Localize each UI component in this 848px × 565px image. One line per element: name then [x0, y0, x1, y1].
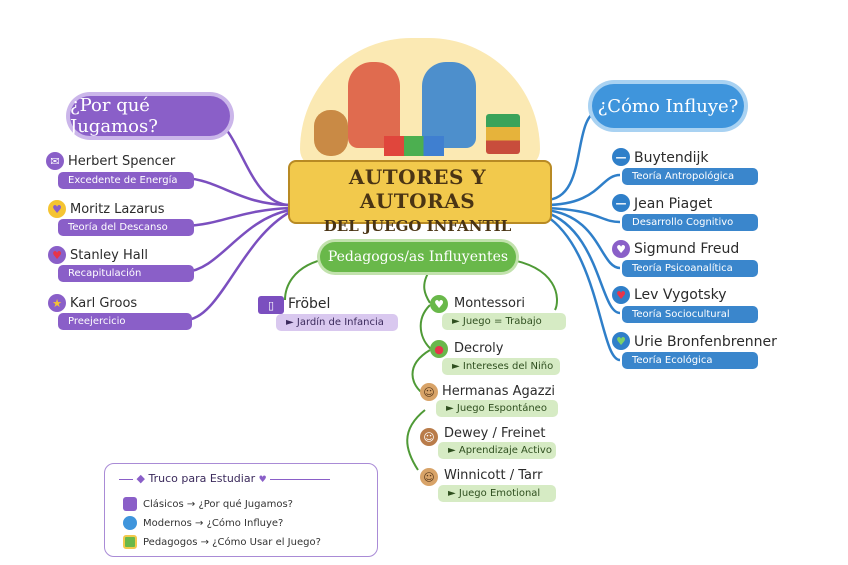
minus-icon: —	[612, 194, 630, 212]
center-tag-2: ► Intereses del Niño	[442, 358, 560, 375]
legend-row-1-text: Clásicos → ¿Por qué Jugamos?	[143, 499, 293, 510]
center-name-5: Winnicott / Tarr	[444, 468, 543, 483]
center-name-2: Decroly	[454, 341, 504, 356]
center-tag-5: ► Juego Emotional	[438, 485, 556, 502]
left-cloud: ¿Por qué Jugamos?	[70, 95, 230, 137]
legend-row-1: Clásicos → ¿Por qué Jugamos?	[123, 497, 293, 511]
star-icon: ★	[48, 294, 66, 312]
center-name-4: Dewey / Freinet	[444, 426, 546, 441]
left-name-3: Stanley Hall	[70, 248, 148, 263]
heart-icon: ♥	[612, 332, 630, 350]
minus-icon: —	[612, 148, 630, 166]
chat-bubble-icon: ✉	[46, 152, 64, 170]
right-tag-5: Teoría Ecológica	[622, 352, 758, 369]
girl-figure-image	[348, 62, 400, 148]
center-name-3: Hermanas Agazzi	[442, 384, 556, 399]
page-title: AUTORES Y AUTORAS DEL JUEGO INFANTIL	[300, 165, 535, 235]
right-name-3: Sigmund Freud	[634, 241, 740, 257]
center-name-1: Montessori	[454, 296, 525, 311]
right-tag-3: Teoría Psicoanalítica	[622, 260, 758, 277]
center-tag-3: ► Juego Espontáneo	[436, 400, 558, 417]
chalkboard-icon	[123, 535, 137, 549]
right-name-5: Urie Bronfenbrenner	[634, 334, 777, 350]
teddy-bear-image	[314, 110, 348, 156]
heart-icon: ♥	[48, 246, 66, 264]
title-line-1: AUTORES Y AUTORAS	[348, 165, 487, 213]
center-tag-4: ► Aprendizaje Activo	[438, 442, 556, 459]
blocks-icon: ●	[430, 340, 448, 358]
heart-icon: ♥	[612, 240, 630, 258]
right-tag-1: Teoría Antropológica	[622, 168, 758, 185]
frobel-name: Fröbel	[288, 296, 331, 312]
legend-divider-right	[270, 478, 331, 480]
heart-icon: ♥	[612, 286, 630, 304]
legend-divider-left	[119, 478, 133, 480]
heart-icon: ♥	[48, 200, 66, 218]
right-cloud: ¿Cómo Influye?	[592, 84, 744, 128]
boy-figure-image	[422, 62, 476, 148]
legend-row-2: Modernos → ¿Cómo Influye?	[123, 516, 283, 530]
right-name-1: Buytendijk	[634, 150, 709, 166]
left-name-1: Herbert Spencer	[68, 154, 176, 169]
face-icon: ☺	[420, 428, 438, 446]
heart-icon: ♥	[430, 295, 448, 313]
legend-row-3-text: Pedagogos → ¿Cómo Usar el Juego?	[143, 537, 321, 548]
right-name-2: Jean Piaget	[634, 196, 713, 212]
title-banner	[288, 160, 552, 224]
study-tip-legend: ◆ Truco para Estudiar ♥ Clásicos → ¿Por …	[104, 463, 378, 557]
toy-blocks-image	[384, 136, 444, 156]
legend-title-row: ◆ Truco para Estudiar ♥	[119, 472, 331, 485]
left-name-4: Karl Groos	[70, 296, 138, 311]
legend-title: Truco para Estudiar	[148, 472, 256, 485]
illustration-kids-playing	[300, 38, 540, 168]
face-icon: ☺	[420, 468, 438, 486]
face-icon: ☺	[420, 383, 438, 401]
left-tag-2: Teoría del Descanso	[58, 219, 194, 236]
center-tag-1: ► Juego = Trabajo	[442, 313, 566, 330]
title-line-2: DEL JUEGO INFANTIL	[323, 217, 512, 235]
center-cloud: Pedagogos/as Influyentes	[320, 242, 516, 272]
right-name-4: Lev Vygotsky	[634, 287, 727, 303]
frobel-tag: ► Jardín de Infancia	[276, 314, 398, 331]
book-icon: ▯	[258, 296, 284, 314]
legend-row-3: Pedagogos → ¿Cómo Usar el Juego?	[123, 535, 321, 549]
left-name-2: Moritz Lazarus	[70, 202, 165, 217]
left-tag-4: Preejercicio	[58, 313, 192, 330]
book-icon	[123, 497, 137, 511]
right-tag-4: Teoría Sociocultural	[622, 306, 758, 323]
legend-row-2-text: Modernos → ¿Cómo Influye?	[143, 518, 284, 529]
heart-icon: ♥	[258, 475, 267, 485]
left-tag-1: Excedente de Energía	[58, 172, 194, 189]
left-tag-3: Recapitulación	[58, 265, 194, 282]
right-tag-2: Desarrollo Cognitivo	[622, 214, 758, 231]
brain-icon	[123, 516, 137, 530]
candy-icon: ◆	[136, 472, 145, 485]
books-stack-image	[486, 114, 520, 154]
